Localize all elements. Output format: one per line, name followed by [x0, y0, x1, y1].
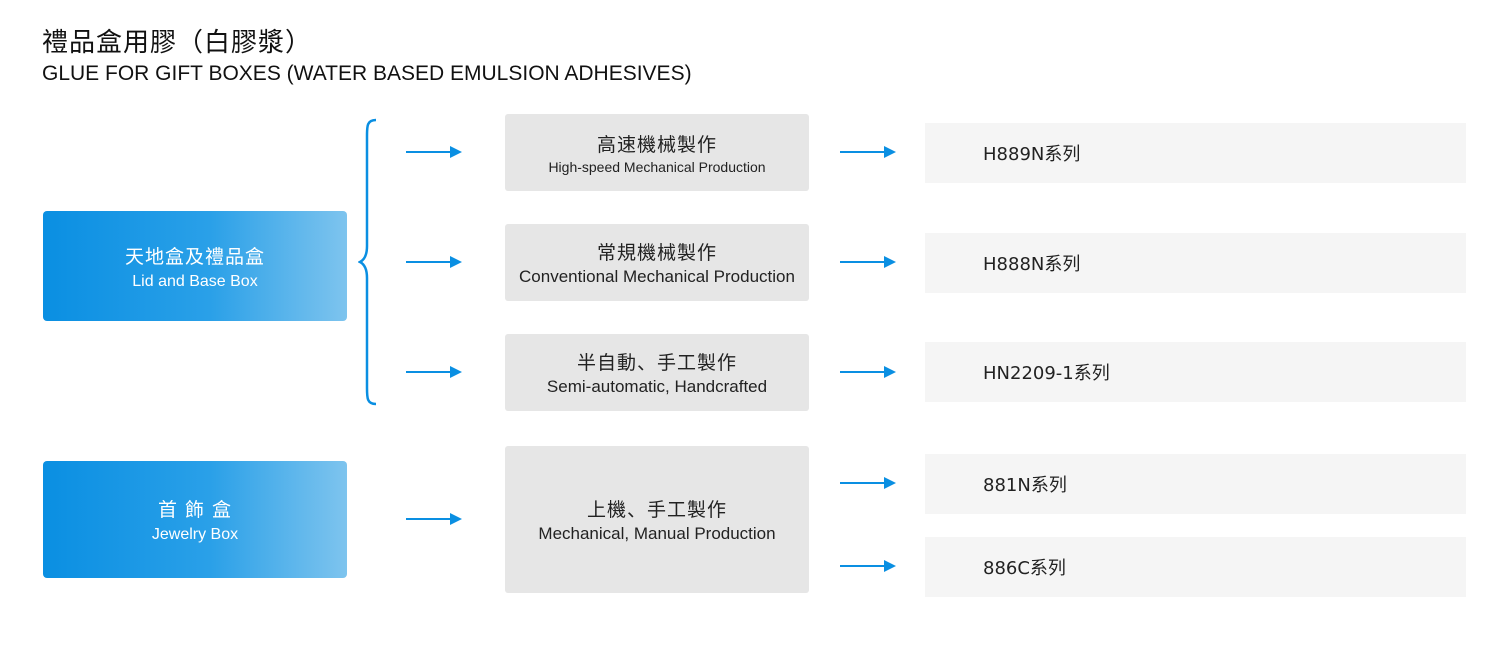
method-label-zh: 半自動、手工製作 [576, 352, 737, 374]
product-881n: 881N系列 [925, 454, 1466, 514]
title-chinese: 禮品盒用膠（白膠漿） [42, 28, 313, 58]
arrow-right-icon [406, 256, 462, 268]
method-label-zh: 常規機械製作 [596, 242, 717, 264]
product-h889n: H889N系列 [925, 123, 1466, 183]
product-hn2209-1: HN2209-1系列 [925, 342, 1466, 402]
curly-brace [358, 118, 377, 406]
arrow-right-icon [840, 256, 896, 268]
method-conventional: 常規機械製作 Conventional Mechanical Productio… [505, 224, 809, 301]
title-english: GLUE FOR GIFT BOXES (WATER BASED EMULSIO… [42, 62, 692, 85]
method-label-zh: 高速機械製作 [596, 134, 717, 156]
method-label-en: Semi-automatic, Handcrafted [546, 377, 768, 396]
product-h888n: H888N系列 [925, 233, 1466, 293]
arrow-right-icon [840, 477, 896, 489]
arrow-right-icon [840, 366, 896, 378]
method-label-en: Mechanical, Manual Production [538, 524, 776, 543]
method-label-en: High-speed Mechanical Production [548, 159, 766, 175]
arrow-right-icon [406, 146, 462, 158]
method-mechanical-manual: 上機、手工製作 Mechanical, Manual Production [505, 446, 809, 593]
category-label-en: Jewelry Box [151, 526, 239, 543]
arrow-right-icon [406, 513, 462, 525]
arrow-right-icon [406, 366, 462, 378]
method-label-en: Conventional Mechanical Production [519, 267, 795, 286]
arrow-right-icon [840, 560, 896, 572]
method-semi-automatic: 半自動、手工製作 Semi-automatic, Handcrafted [505, 334, 809, 411]
category-label-zh: 天地盒及禮品盒 [124, 245, 265, 268]
product-886c: 886C系列 [925, 537, 1466, 597]
category-label-zh: 首 飾 盒 [157, 499, 233, 521]
method-high-speed: 高速機械製作 High-speed Mechanical Production [505, 114, 809, 191]
category-jewelry-box: 首 飾 盒 Jewelry Box [43, 461, 347, 578]
arrow-right-icon [840, 146, 896, 158]
category-lid-and-base-box: 天地盒及禮品盒 Lid and Base Box [43, 211, 347, 321]
method-label-zh: 上機、手工製作 [586, 499, 727, 521]
category-label-en: Lid and Base Box [132, 272, 258, 290]
